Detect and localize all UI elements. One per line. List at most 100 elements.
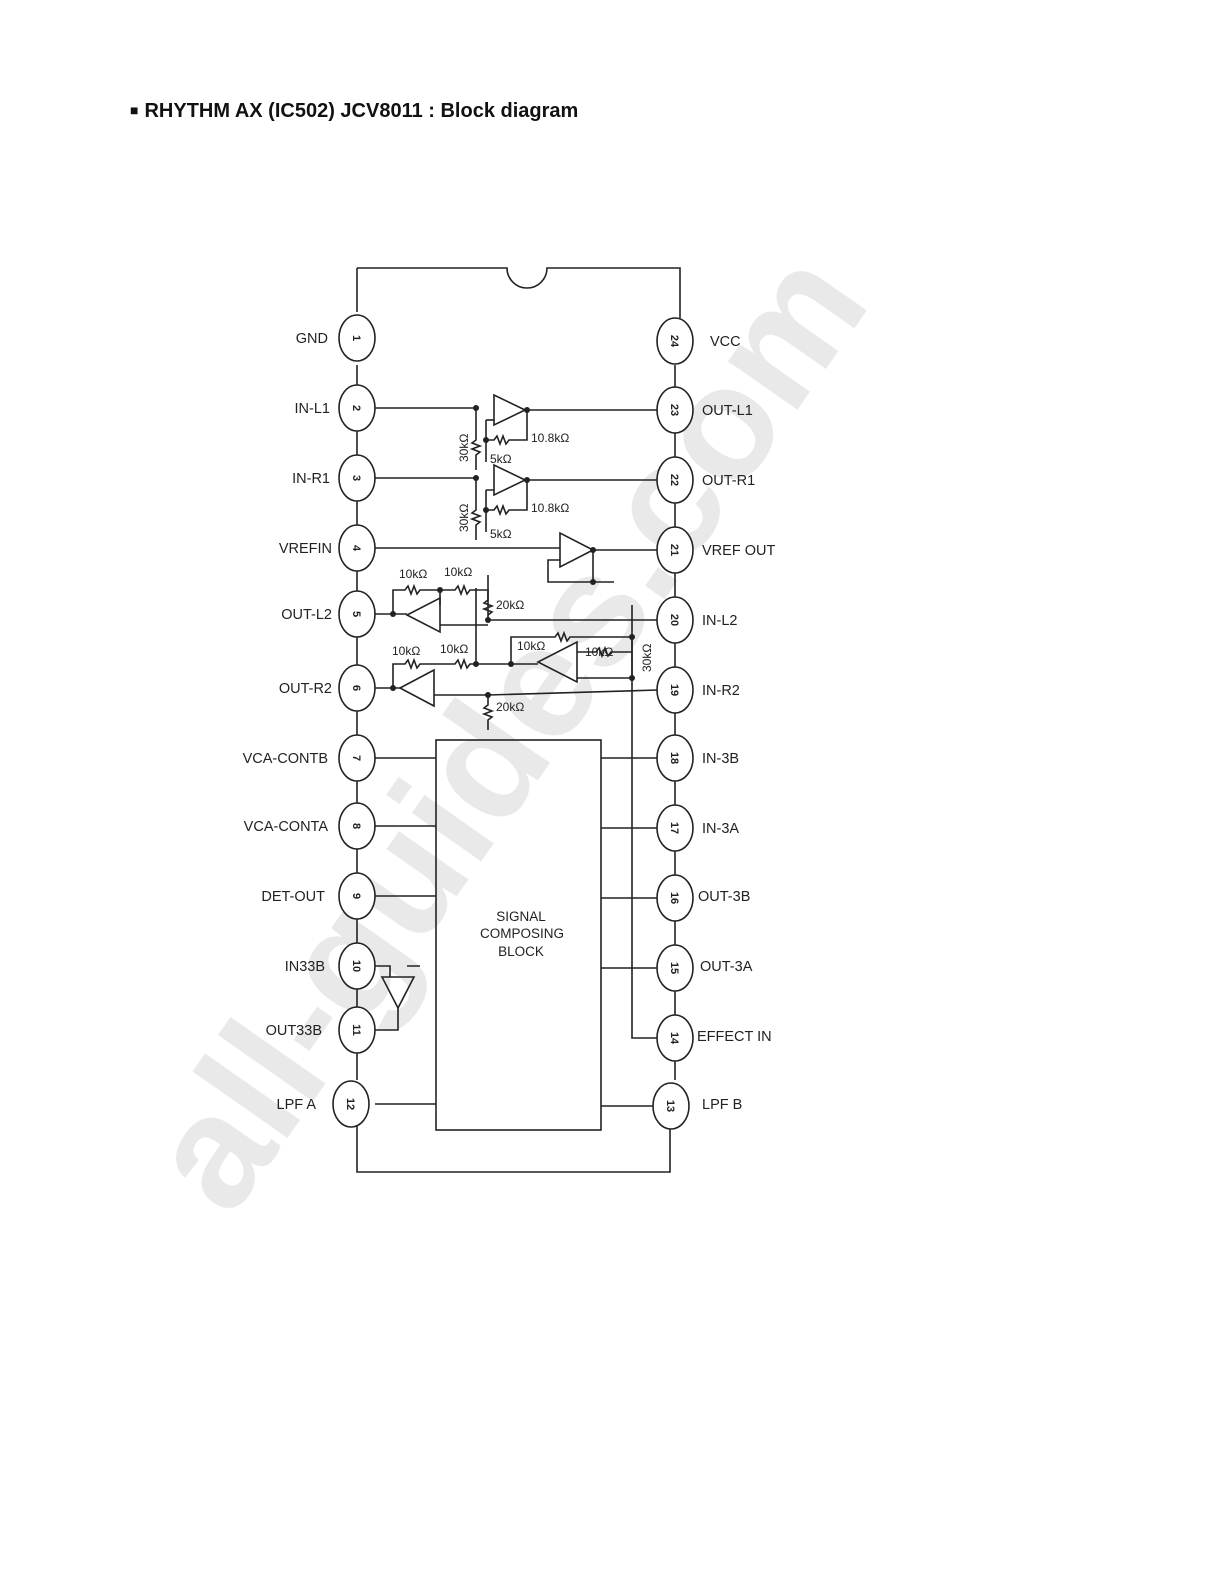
svg-text:VCA-CONTA: VCA-CONTA [244,819,329,835]
svg-text:1: 1 [350,335,362,341]
pin-12: 12 LPF A [277,1080,370,1128]
svg-text:EFFECT IN: EFFECT IN [697,1029,772,1045]
svg-text:5: 5 [350,611,362,617]
svg-text:IN-R2: IN-R2 [702,683,740,699]
pin-2: 2 IN-L1 [295,384,376,432]
opamp-6-icon [536,640,578,684]
svg-text:IN-L2: IN-L2 [702,613,737,629]
res-label-r2-b: 10kΩ [440,642,468,656]
pin-21: 21 VREF OUT [656,526,775,574]
res-label-r2-d: 20kΩ [496,700,524,714]
pin-13: 13 LPF B [652,1082,742,1130]
opamp-7-icon [380,976,416,1010]
res-label-r2-in: 30kΩ [457,504,471,532]
pin-24: 24 VCC [656,317,741,365]
pin-5: 5 OUT-L2 [281,590,376,638]
signal-composing-block [435,739,602,1131]
opamp-5-icon [398,668,435,708]
opamp-4-icon [405,596,441,634]
svg-text:OUT-3A: OUT-3A [700,959,753,975]
res-label-mix-a: 10kΩ [517,639,545,653]
svg-text:OUT-3B: OUT-3B [698,889,750,905]
res-label-l2-c: 20kΩ [496,598,524,612]
svg-text:17: 17 [668,822,680,834]
res-label-r2-gnd: 5kΩ [490,527,512,541]
svg-text:10: 10 [350,960,362,972]
svg-text:4: 4 [350,545,362,552]
svg-text:24: 24 [668,335,680,348]
svg-text:2: 2 [350,405,362,411]
svg-text:OUT-R1: OUT-R1 [702,473,755,489]
block-label-line-2: COMPOSING [480,926,564,941]
page-title: ■ RHYTHM AX (IC502) JCV8011 : Block diagr… [130,100,578,123]
pin-22: 22 OUT-R1 [656,456,755,504]
pin-17: 17 IN-3A [656,804,739,852]
pin-9: 9 DET-OUT [261,872,376,920]
res-label-mix-c: 30kΩ [640,644,654,672]
opamp-1-icon [493,393,527,427]
svg-text:23: 23 [668,404,680,416]
svg-text:6: 6 [350,685,362,691]
pin-19: 19 IN-R2 [656,666,740,714]
svg-text:14: 14 [668,1032,680,1045]
svg-text:11: 11 [350,1024,362,1036]
svg-text:IN33B: IN33B [285,959,325,975]
svg-text:20: 20 [668,614,680,626]
ic-package-outline [356,267,681,1173]
opamp-2-icon [493,463,527,497]
title-text: RHYTHM AX (IC502) JCV8011 : Block diagra… [144,100,579,122]
svg-text:IN-R1: IN-R1 [292,471,330,487]
svg-text:IN-L1: IN-L1 [295,401,330,417]
svg-text:VCC: VCC [710,334,741,350]
block-label-line-3: BLOCK [498,944,544,959]
pin-20: 20 IN-L2 [656,596,737,644]
svg-text:IN-3A: IN-3A [702,821,739,837]
svg-text:12: 12 [344,1098,356,1110]
svg-text:9: 9 [350,893,362,899]
pin-18: 18 IN-3B [656,734,739,782]
svg-text:7: 7 [350,755,362,761]
square-bullet-icon: ■ [130,102,139,118]
watermark: all-guides.com [111,219,900,1239]
res-label-mix-b: 10kΩ [585,645,613,659]
svg-text:IN-3B: IN-3B [702,751,739,767]
opamp-3-icon [559,531,595,569]
pin-1: 1 GND [296,314,376,362]
svg-text:DET-OUT: DET-OUT [261,889,325,905]
svg-text:VREFIN: VREFIN [279,541,332,557]
res-label-r2-a: 10kΩ [392,644,420,658]
res-label-r1-gnd: 5kΩ [490,452,512,466]
pin-6: 6 OUT-R2 [279,664,376,712]
svg-text:GND: GND [296,331,328,347]
block-label-line-1: SIGNAL [496,909,546,924]
pin-16: 16 OUT-3B [656,874,750,922]
svg-text:OUT-R2: OUT-R2 [279,681,332,697]
svg-text:16: 16 [668,892,680,904]
svg-text:LPF A: LPF A [277,1097,317,1113]
svg-text:OUT33B: OUT33B [266,1023,322,1039]
res-label-l2-b: 10kΩ [444,565,472,579]
svg-text:15: 15 [668,962,680,974]
pin-4: 4 VREFIN [279,524,376,572]
svg-text:13: 13 [664,1100,676,1112]
svg-text:OUT-L1: OUT-L1 [702,403,753,419]
svg-text:VREF OUT: VREF OUT [702,543,775,559]
svg-text:18: 18 [668,752,680,764]
svg-text:OUT-L2: OUT-L2 [281,607,332,623]
svg-text:3: 3 [350,475,362,481]
svg-text:LPF B: LPF B [702,1097,742,1113]
pin-7: 7 VCA-CONTB [243,734,376,782]
svg-text:22: 22 [668,474,680,486]
svg-text:VCA-CONTB: VCA-CONTB [243,751,328,767]
pin-23: 23 OUT-L1 [656,386,753,434]
res-label-l2-a: 10kΩ [399,567,427,581]
pin-15: 15 OUT-3A [656,944,753,992]
svg-text:8: 8 [350,823,362,829]
res-label-r1-in: 30kΩ [457,434,471,462]
pin-8: 8 VCA-CONTA [244,802,376,850]
svg-text:21: 21 [668,544,680,556]
res-label-r2-fb: 10.8kΩ [531,501,569,515]
svg-text:19: 19 [668,684,680,696]
res-label-r1-fb: 10.8kΩ [531,431,569,445]
